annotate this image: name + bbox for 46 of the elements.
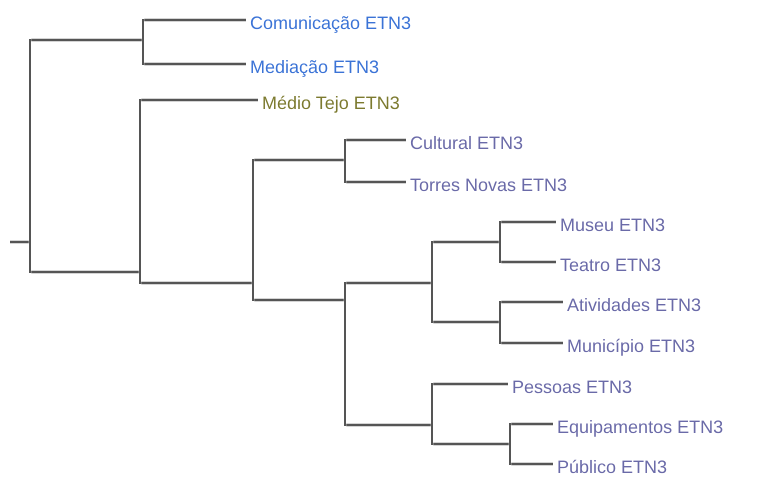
branch-line: [346, 138, 406, 142]
leaf-label: Pessoas ETN3: [508, 375, 636, 399]
branch-line: [346, 424, 431, 426]
leaf-label: Atividades ETN3: [563, 293, 706, 317]
leaf-label: Mediação ETN3: [246, 55, 384, 79]
dendrogram-branch: [28, 38, 32, 274]
dendrogram-branch: [344, 138, 346, 184]
branch-line: [511, 422, 553, 426]
branch-line: [433, 382, 508, 386]
branch-line: [433, 320, 499, 324]
leaf-label: Público ETN3: [553, 455, 672, 479]
dendrogram-branch: [498, 220, 502, 264]
branch-line: [501, 220, 556, 224]
branch-line: [31, 38, 142, 42]
leaf-label: Município ETN3: [563, 334, 700, 358]
dendrogram-branch: [508, 422, 512, 466]
leaf-label: Equipamentos ETN3: [553, 415, 728, 439]
leaf-label: Teatro ETN3: [556, 253, 666, 277]
leaf-label: Comunicação ETN3: [246, 11, 416, 35]
dendrogram-branch: [430, 382, 434, 446]
branch-line: [511, 462, 553, 466]
leaf-label: Torres Novas ETN3: [406, 173, 572, 197]
branch-line: [433, 240, 499, 244]
dendrogram-branch: [138, 98, 142, 284]
branch-line: [346, 180, 406, 184]
branch-line: [254, 298, 344, 302]
leaf-label: Cultural ETN3: [406, 131, 528, 155]
branch-line: [10, 240, 29, 244]
dendrogram-branch: [344, 282, 346, 426]
dendrogram-branch: [498, 300, 502, 344]
branch-line: [31, 270, 139, 274]
dendrogram-branch: [430, 240, 434, 324]
branch-line: [254, 158, 344, 162]
branch-line: [141, 98, 258, 102]
leaf-label: Médio Tejo ETN3: [258, 91, 404, 115]
branch-line: [144, 18, 246, 22]
dendrogram-branch: [252, 158, 254, 302]
branch-line: [501, 342, 563, 344]
branch-line: [141, 282, 252, 284]
branch-line: [144, 62, 246, 66]
branch-line: [501, 260, 556, 264]
branch-line: [346, 282, 431, 284]
dendrogram-branch: [142, 18, 144, 66]
branch-line: [501, 300, 563, 304]
leaf-label: Museu ETN3: [556, 213, 670, 237]
branch-line: [433, 442, 509, 446]
